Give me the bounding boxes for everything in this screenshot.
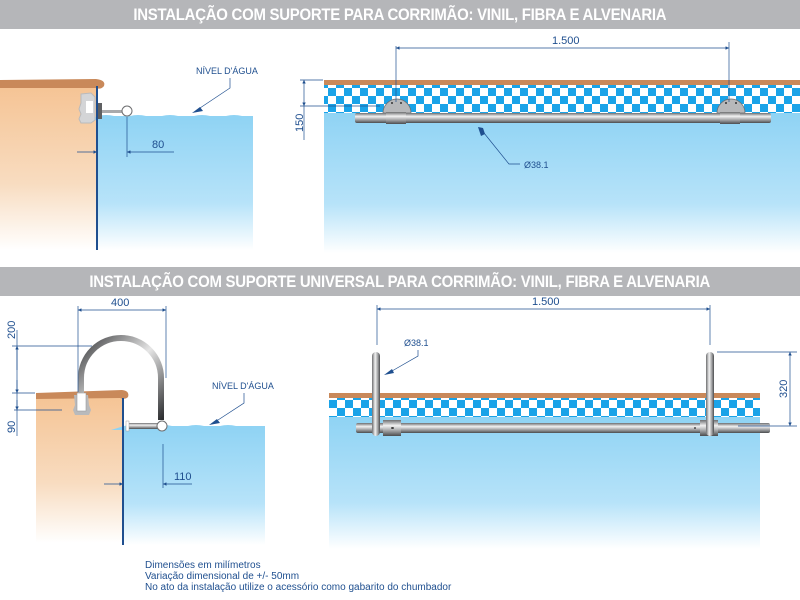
pool-water — [124, 426, 265, 545]
dim-height-200: 200 — [6, 321, 18, 339]
support-right — [716, 98, 746, 114]
dim-height-320: 320 — [778, 380, 790, 398]
dim-span-1500: 1.500 — [532, 296, 560, 308]
installation-notes: Dimensões em milímetros Variação dimensi… — [145, 560, 451, 593]
diagram1-side-view: 80 NÍVEL D'ÁGUA — [0, 66, 258, 250]
universal-handrail-arc — [78, 335, 164, 420]
coping-front — [329, 393, 760, 398]
diagram2-front-view: 1.500 320 Ø38.1 — [329, 296, 797, 549]
note-units: Dimensões em milímetros — [145, 560, 261, 571]
post-left — [372, 352, 380, 436]
support-left — [382, 98, 412, 114]
dim-offset-110: 110 — [174, 471, 192, 483]
handrail-tube-section — [121, 105, 133, 117]
diagram2-side-view: 400 200 90 110 NÍVEL D'ÁGUA — [6, 297, 274, 545]
pool-wall — [36, 393, 123, 543]
handrail-tube — [355, 113, 771, 123]
pointer-icon — [478, 127, 485, 136]
handrail-tube-section — [156, 420, 168, 432]
handrail-arm — [102, 110, 124, 113]
pool-water — [98, 116, 253, 250]
section-title-top-text: INSTALAÇÃO COM SUPORTE PARA CORRIMÃO: VI… — [133, 5, 667, 24]
note-template: No ato da instalação utilize o acessório… — [145, 582, 452, 593]
section-title-bottom: INSTALAÇÃO COM SUPORTE UNIVERSAL PARA CO… — [0, 267, 800, 296]
coping-edge — [0, 79, 105, 89]
water-level-label: NÍVEL D'ÁGUA — [212, 381, 274, 391]
post-right — [706, 352, 714, 436]
pointer-icon — [209, 419, 220, 425]
dim-span-1500: 1.500 — [552, 35, 580, 47]
dim-height-150: 150 — [294, 114, 306, 132]
note-tolerance: Variação dimensional de +/- 50mm — [145, 571, 300, 582]
tile-band — [329, 398, 760, 417]
handrail-tube — [356, 423, 770, 433]
dim-width-400: 400 — [111, 297, 129, 309]
pointer-icon — [192, 107, 203, 113]
pool-water-front — [324, 113, 800, 253]
handrail-foot — [127, 423, 159, 429]
pointer-icon — [384, 369, 394, 375]
coping-front — [324, 80, 800, 85]
tube-diameter-label: Ø38.1 — [524, 160, 549, 170]
section-title-bottom-text: INSTALAÇÃO COM SUPORTE UNIVERSAL PARA CO… — [89, 272, 711, 291]
tube-diameter-label: Ø38.1 — [404, 338, 429, 348]
dim-offset-80: 80 — [152, 139, 164, 151]
pool-water-front — [329, 417, 760, 549]
dim-depth-90: 90 — [6, 421, 18, 433]
water-level-label: NÍVEL D'ÁGUA — [196, 66, 258, 76]
section-title-top: INSTALAÇÃO COM SUPORTE PARA CORRIMÃO: VI… — [0, 0, 800, 29]
diagram1-front-view: 1.500 150 Ø38.1 — [294, 35, 800, 253]
